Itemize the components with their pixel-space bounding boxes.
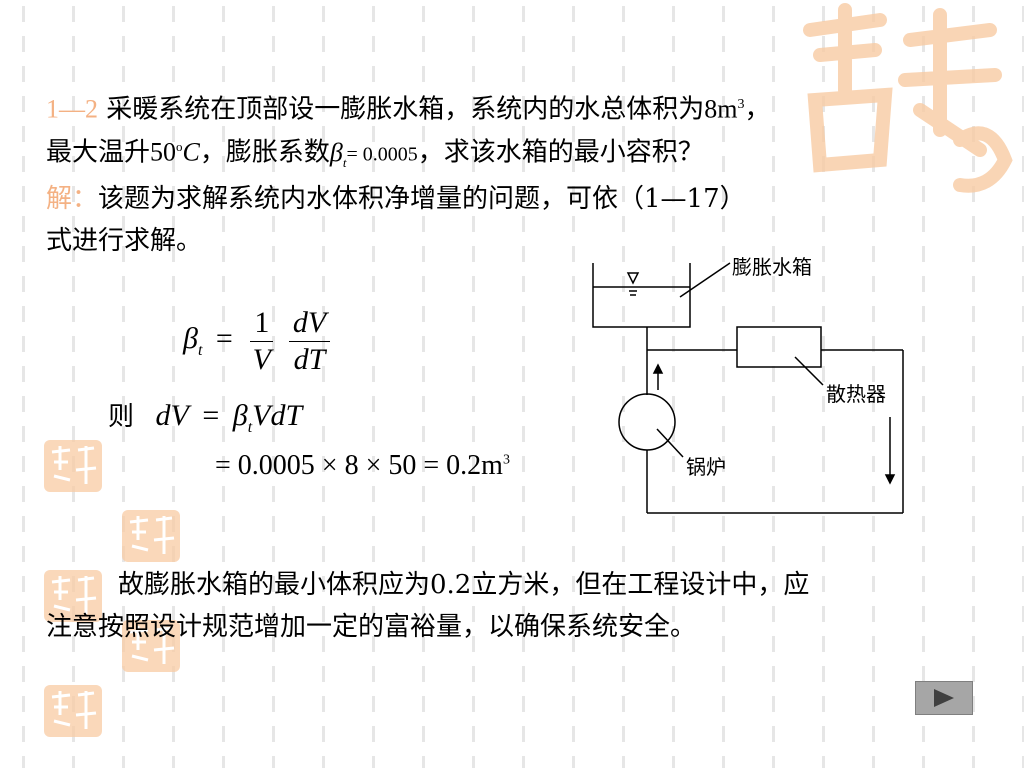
- problem-text-2a: 最大温升: [46, 137, 151, 168]
- problem-text-2c: ，求该水箱的最小容积？: [417, 137, 704, 168]
- solution-line-2: 式进行求解。: [46, 222, 986, 260]
- formula-result-sup: 3: [502, 452, 510, 468]
- flow-arrow-up: [652, 363, 664, 390]
- solution-text-1: 该题为求解系统内水体积净增量的问题，可依（1—17）: [98, 184, 746, 214]
- beta-symbol: βt: [329, 137, 347, 170]
- conclusion-text-1: 故膨胀水箱的最小体积应为0.2立方米，但在工程设计中，应: [118, 570, 810, 600]
- heating-system-diagram: [592, 262, 904, 514]
- next-slide-button[interactable]: [915, 681, 973, 715]
- volume-sup: 3: [737, 97, 745, 112]
- conclusion-text-2: 注意按照设计规范增加一定的富裕量，以确保系统安全。: [46, 612, 697, 642]
- decorative-seal-2: [122, 510, 180, 562]
- formula-result-text: = 0.0005 × 8 × 50 = 0.2m: [215, 450, 503, 481]
- formula-dv: dV: [155, 399, 189, 432]
- formula-beta-2: βt: [232, 399, 253, 436]
- formula-beta: βt: [183, 322, 203, 360]
- expansion-tank: [592, 262, 731, 328]
- radiator-label: 散热器: [826, 382, 886, 406]
- decorative-seal-3: [44, 570, 102, 622]
- boiler-label: 锅炉: [686, 455, 726, 479]
- tank-label: 膨胀水箱: [732, 255, 812, 279]
- problem-line-1: 1—2 采暖系统在顶部设一膨胀水箱，系统内的水总体积为8m3，: [46, 86, 986, 129]
- pipe-loop: [618, 326, 904, 514]
- formula-beta-definition: βt = 1 V dV dT: [183, 305, 334, 378]
- fraction-dv-dt: dV dT: [288, 305, 331, 378]
- frac-denominator-v: V: [252, 343, 271, 376]
- solution-text-2: 式进行求解。: [46, 226, 203, 256]
- solution-line-1: 解：该题为求解系统内水体积净增量的问题，可依（1—17）: [46, 180, 986, 218]
- problem-number: 1—2: [46, 94, 98, 124]
- solution-label: 解：: [46, 184, 99, 214]
- then-label: 则: [108, 402, 135, 432]
- conclusion-line-2: 注意按照设计规范增加一定的富裕量，以确保系统安全。: [46, 608, 1016, 646]
- play-arrow-icon: [934, 689, 954, 707]
- formula-then: 则 dV = βtVdT: [108, 399, 303, 436]
- problem-line1-end: ，: [744, 94, 771, 125]
- conclusion-line-1: 故膨胀水箱的最小体积应为0.2立方米，但在工程设计中，应: [46, 566, 1016, 604]
- decorative-seal-4: [122, 620, 180, 672]
- problem-line-2: 最大温升50oC，膨胀系数βt= 0.0005，求该水箱的最小容积？: [46, 128, 986, 182]
- decorative-seal-large: [803, 3, 1013, 193]
- frac-numerator-dv: dV: [288, 305, 331, 342]
- formula-vdt: VdT: [252, 399, 303, 432]
- problem-text-1: 采暖系统在顶部设一膨胀水箱，系统内的水总体积为: [106, 94, 705, 125]
- beta-value: = 0.0005: [346, 143, 418, 166]
- frac-numerator-1: 1: [250, 305, 274, 342]
- problem-text-2b: ，膨胀系数: [199, 137, 330, 168]
- formula-result: = 0.0005 × 8 × 50 = 0.2m3: [215, 450, 510, 482]
- temp-degree: o: [176, 139, 183, 154]
- volume-value: 8m: [704, 94, 738, 124]
- decorative-seal-1: [44, 440, 102, 492]
- flow-arrow-down: [884, 417, 896, 485]
- decorative-seal-5: [44, 685, 102, 737]
- temp-value: 50: [150, 137, 177, 167]
- frac-denominator-dt: dT: [293, 343, 326, 376]
- temp-unit: C: [182, 137, 200, 167]
- fraction-one-over-v: 1 V: [250, 305, 274, 378]
